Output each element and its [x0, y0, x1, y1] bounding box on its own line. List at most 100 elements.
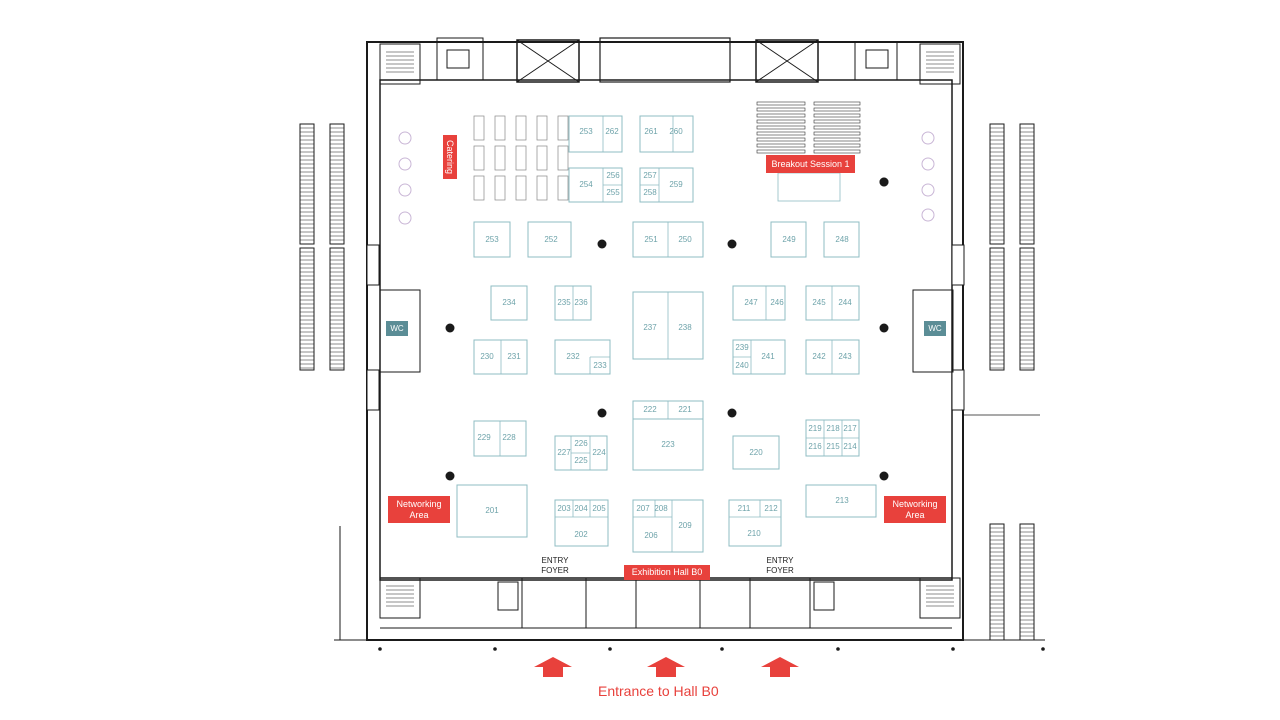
booth-number: 209	[678, 521, 692, 530]
lift-cross	[755, 39, 819, 83]
breakout-stage	[777, 172, 841, 202]
external-stair	[299, 247, 315, 371]
booth-number: 259	[669, 180, 683, 189]
booth	[456, 484, 528, 538]
bollard	[378, 647, 382, 651]
booth-number: 233	[593, 361, 607, 370]
booth-number: 215	[826, 442, 840, 451]
breakout-session-label: Breakout Session 1	[766, 155, 855, 173]
booth-number: 231	[507, 352, 521, 361]
booth-number: 244	[838, 298, 852, 307]
entry-door-frame	[699, 577, 751, 629]
booth-number: 230	[480, 352, 494, 361]
booth-number: 228	[502, 433, 516, 442]
booth-number: 216	[808, 442, 822, 451]
lounge-table	[398, 131, 412, 145]
column	[727, 239, 737, 249]
booth	[632, 499, 704, 553]
bollard	[608, 647, 612, 651]
booth-number: 218	[826, 424, 840, 433]
catering-table	[473, 115, 485, 141]
lounge-table	[398, 183, 412, 197]
booth-number: 217	[843, 424, 857, 433]
booth-number: 256	[606, 171, 620, 180]
booth-number: 261	[644, 127, 658, 136]
top-corridor	[599, 37, 731, 83]
booth	[805, 484, 877, 518]
external-stair	[1019, 247, 1035, 371]
side-door	[951, 244, 965, 286]
booth-number: 226	[574, 439, 588, 448]
lounge-table	[398, 211, 412, 225]
side-door	[366, 244, 380, 286]
entrance-arrow	[534, 657, 572, 677]
catering-table	[536, 145, 548, 171]
seat-row	[813, 113, 861, 118]
external-stair	[1019, 523, 1035, 641]
exhibition-hall-label: Exhibition Hall B0	[624, 565, 710, 580]
catering-table	[494, 175, 506, 201]
booth-number: 221	[678, 405, 692, 414]
booth-number: 252	[544, 235, 558, 244]
seat-row	[756, 149, 806, 154]
seat-row	[756, 125, 806, 130]
lift-core-right	[755, 39, 819, 83]
catering-table	[515, 145, 527, 171]
booth-number: 236	[574, 298, 588, 307]
booth-number: 224	[592, 448, 606, 457]
entry-door-frame	[635, 577, 701, 629]
booth-number: 210	[747, 529, 761, 538]
lift-cross	[516, 39, 580, 83]
booth-number: 257	[643, 171, 657, 180]
catering-table	[515, 115, 527, 141]
lounge-table	[921, 208, 935, 222]
booth-number: 250	[678, 235, 692, 244]
side-door	[366, 369, 380, 411]
hall-outer-wall	[366, 41, 964, 641]
booth-number: 202	[574, 530, 588, 539]
catering-table	[536, 175, 548, 201]
seat-row	[813, 101, 861, 106]
booth-number: 260	[669, 127, 683, 136]
booth	[473, 339, 528, 375]
networking-area-right-label: Networking Area	[884, 496, 946, 523]
seat-row	[756, 143, 806, 148]
seat-row	[756, 107, 806, 112]
booth-number: 207	[636, 504, 650, 513]
entry-foyer-left-label: ENTRY FOYER	[541, 556, 569, 575]
shaft	[813, 581, 835, 611]
booth	[527, 221, 572, 258]
booth-number: 247	[744, 298, 758, 307]
bollard	[720, 647, 724, 651]
seat-row	[813, 131, 861, 136]
catering-table	[557, 115, 569, 141]
entrance-arrow	[761, 657, 799, 677]
seat-row	[813, 125, 861, 130]
booth-number: 239	[735, 343, 749, 352]
booth	[554, 499, 609, 547]
booth-number: 253	[485, 235, 499, 244]
entry-door-frame	[749, 577, 811, 629]
booth	[770, 221, 807, 258]
booth-number: 229	[477, 433, 491, 442]
booth-number: 251	[644, 235, 658, 244]
booth-number: 245	[812, 298, 826, 307]
booth-number: 223	[661, 440, 675, 449]
booth-number: 255	[606, 188, 620, 197]
catering-table	[494, 145, 506, 171]
booth-number: 232	[566, 352, 580, 361]
bollard	[951, 647, 955, 651]
seat-row	[756, 119, 806, 124]
booth-number: 206	[644, 531, 658, 540]
seat-row	[756, 113, 806, 118]
booth-number: 242	[812, 352, 826, 361]
booth-number: 222	[643, 405, 657, 414]
lounge-table	[921, 157, 935, 171]
seat-row	[756, 131, 806, 136]
booth-number: 219	[808, 424, 822, 433]
wc-block-left	[379, 289, 421, 373]
entry-door-frame	[521, 577, 587, 629]
seat-row	[813, 119, 861, 124]
entry-door-frame	[585, 577, 637, 629]
